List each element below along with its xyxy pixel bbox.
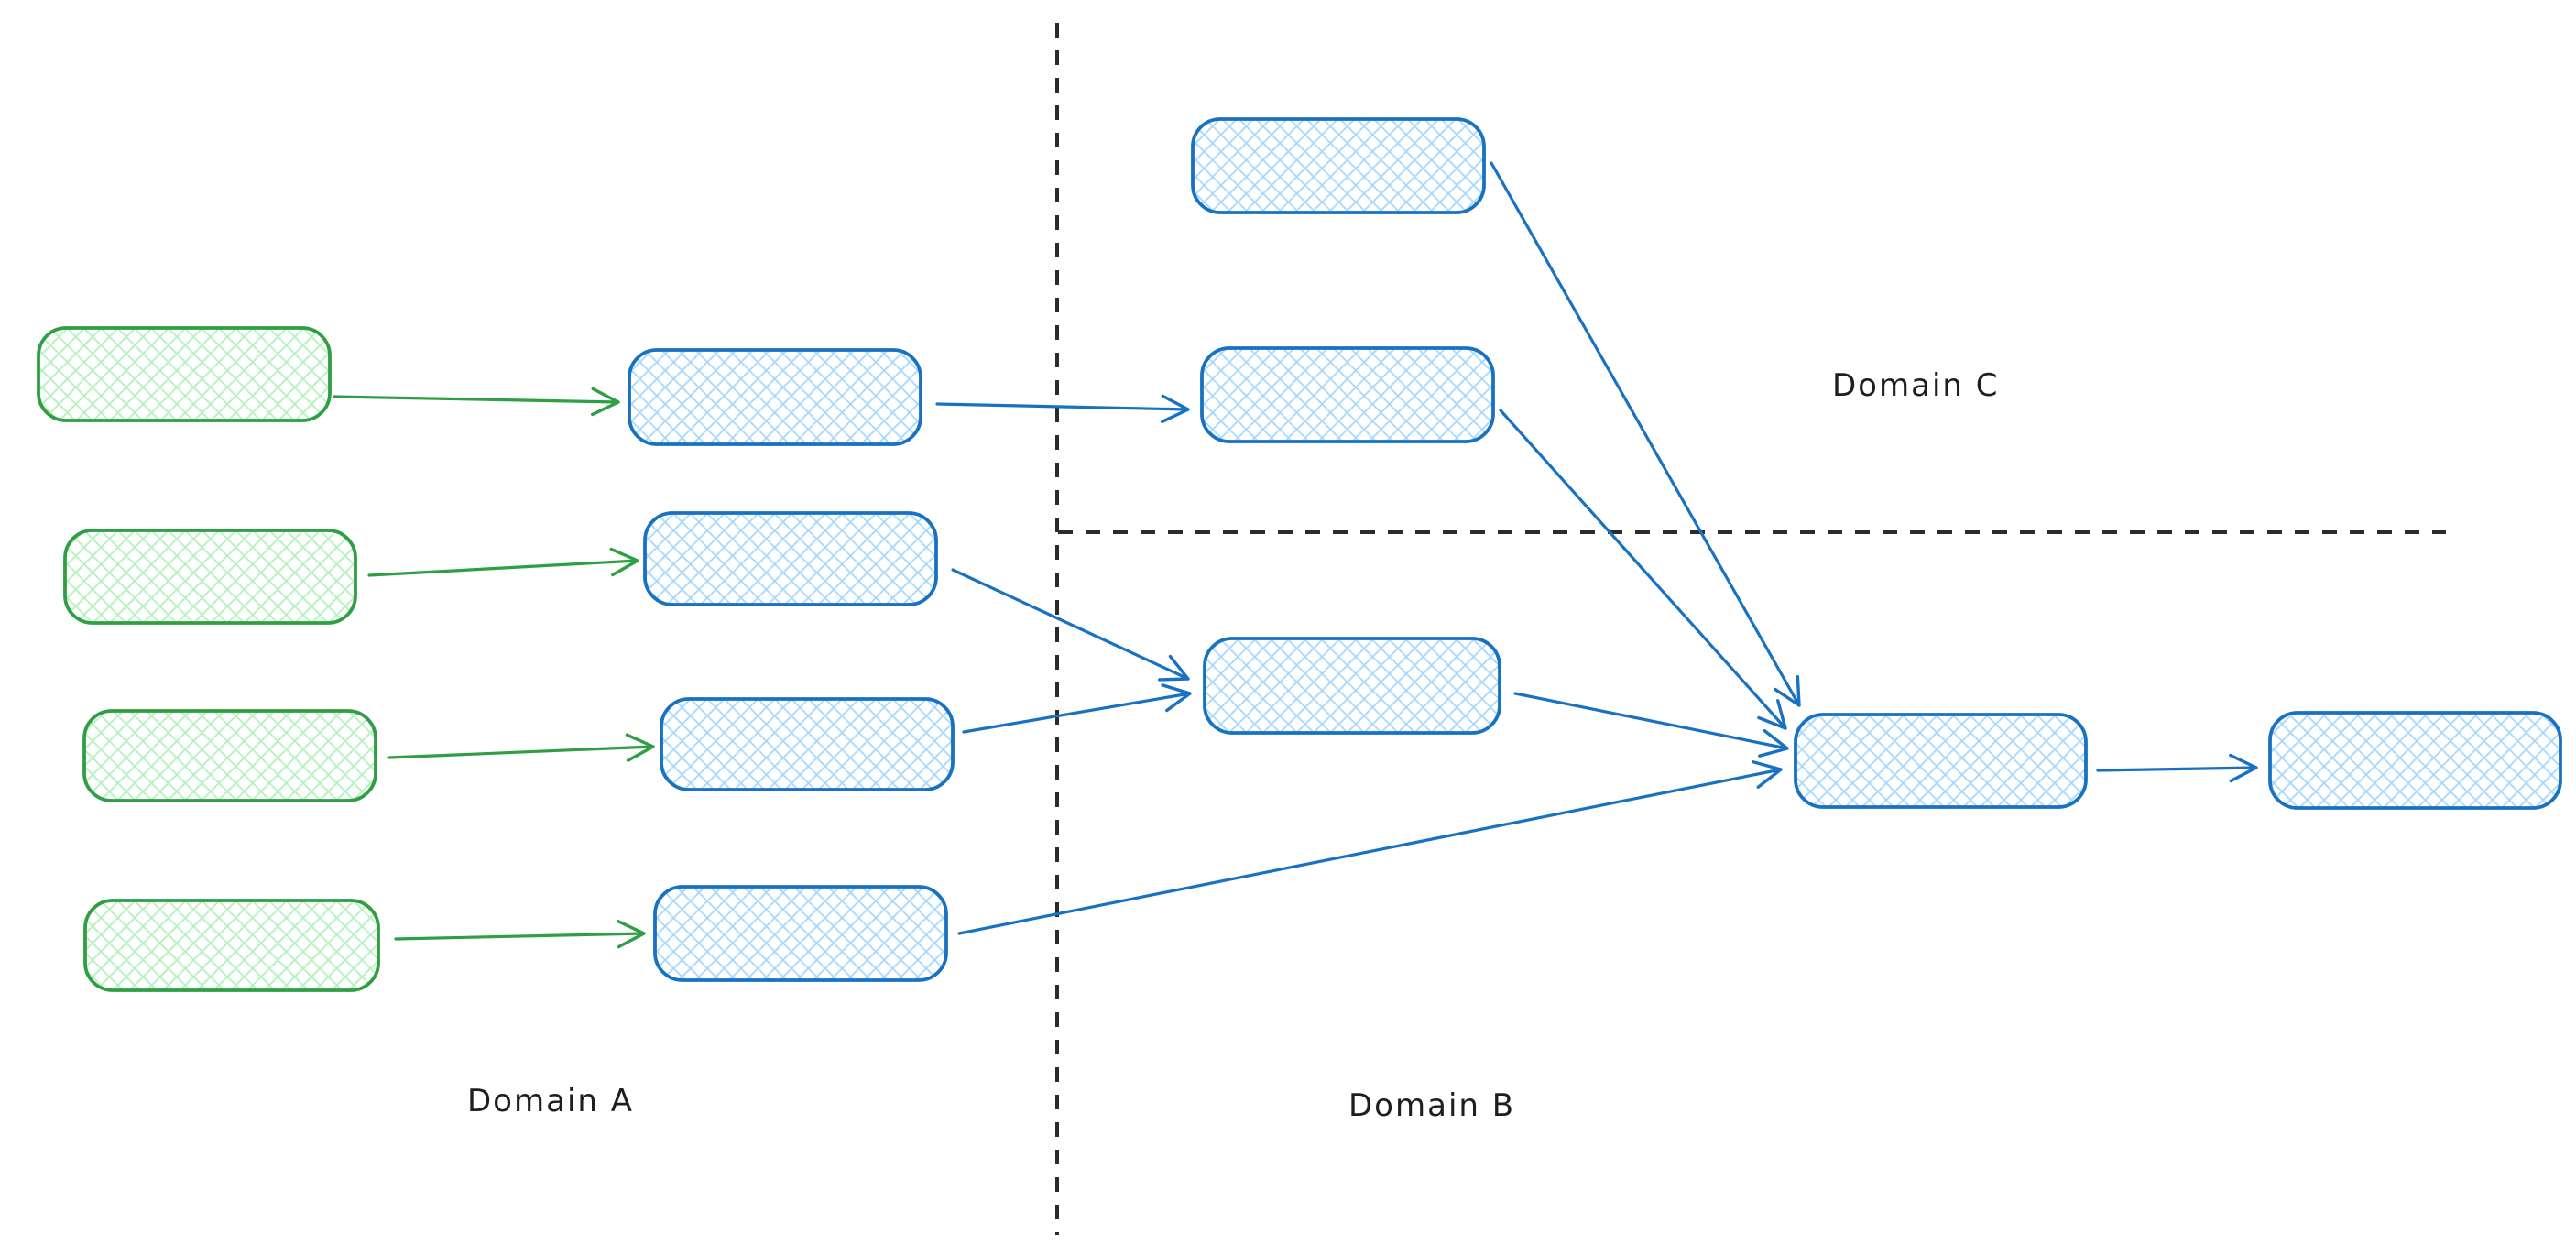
domain-dividers xyxy=(1055,23,2446,1235)
node-shape-blue-domainc-feeder[interactable] xyxy=(1191,117,1486,214)
node-green-source-2[interactable] xyxy=(63,529,357,625)
edge-domainb-center-to-hub[interactable] xyxy=(1513,692,1789,758)
node-shape-blue-domainb-center[interactable] xyxy=(1203,637,1501,735)
node-shape-green-source-4[interactable] xyxy=(83,899,380,992)
label-domain-b: Domain B xyxy=(1348,1087,1515,1124)
node-green-source-3[interactable] xyxy=(82,709,377,802)
node-shape-green-source-2[interactable] xyxy=(63,529,357,625)
edge-stage1-1-to-bridge[interactable] xyxy=(935,394,1190,424)
edge-green-2-to-stage1-2[interactable] xyxy=(367,547,639,577)
node-shape-green-source-1[interactable] xyxy=(37,326,332,422)
node-green-source-4[interactable] xyxy=(83,899,380,992)
node-blue-domainc-feeder[interactable] xyxy=(1191,117,1486,214)
node-shape-blue-stage1-4[interactable] xyxy=(653,885,948,982)
label-domain-c: Domain C xyxy=(1832,367,1999,404)
node-shape-blue-stage1-1[interactable] xyxy=(628,348,922,446)
node-blue-stage1-3[interactable] xyxy=(660,697,955,791)
node-blue-stage1-2[interactable] xyxy=(643,511,938,606)
node-layer xyxy=(37,117,2562,992)
label-layer: Domain A Domain B Domain C xyxy=(467,367,1999,1124)
node-shape-green-source-3[interactable] xyxy=(82,709,377,802)
edge-bridge-to-hub[interactable] xyxy=(1499,409,1787,730)
edge-green-4-to-stage1-4[interactable] xyxy=(394,919,646,949)
node-shape-blue-final[interactable] xyxy=(2268,711,2562,810)
edge-green-1-to-stage1-1[interactable] xyxy=(333,387,620,417)
node-shape-blue-stage1-3[interactable] xyxy=(660,697,955,791)
node-blue-final[interactable] xyxy=(2268,711,2562,810)
node-blue-stage1-1[interactable] xyxy=(628,348,922,446)
node-shape-blue-hub[interactable] xyxy=(1794,713,2088,809)
edge-layer xyxy=(333,161,2258,949)
node-shape-blue-bridge[interactable] xyxy=(1200,346,1495,443)
node-blue-bridge[interactable] xyxy=(1200,346,1495,443)
label-domain-a: Domain A xyxy=(467,1083,634,1119)
node-blue-hub[interactable] xyxy=(1794,713,2088,809)
edge-stage1-2-to-domainb-center[interactable] xyxy=(951,568,1190,682)
node-blue-domainb-center[interactable] xyxy=(1203,637,1501,735)
edge-hub-to-final[interactable] xyxy=(2096,753,2258,783)
node-blue-stage1-4[interactable] xyxy=(653,885,948,982)
node-shape-blue-stage1-2[interactable] xyxy=(643,511,938,606)
edge-green-3-to-stage1-3[interactable] xyxy=(387,733,655,762)
edge-stage1-3-to-domainb-center[interactable] xyxy=(962,683,1192,734)
edge-stage1-4-to-hub[interactable] xyxy=(957,760,1783,935)
edge-domainc-feeder-to-hub[interactable] xyxy=(1490,161,1801,707)
node-green-source-1[interactable] xyxy=(37,326,332,422)
